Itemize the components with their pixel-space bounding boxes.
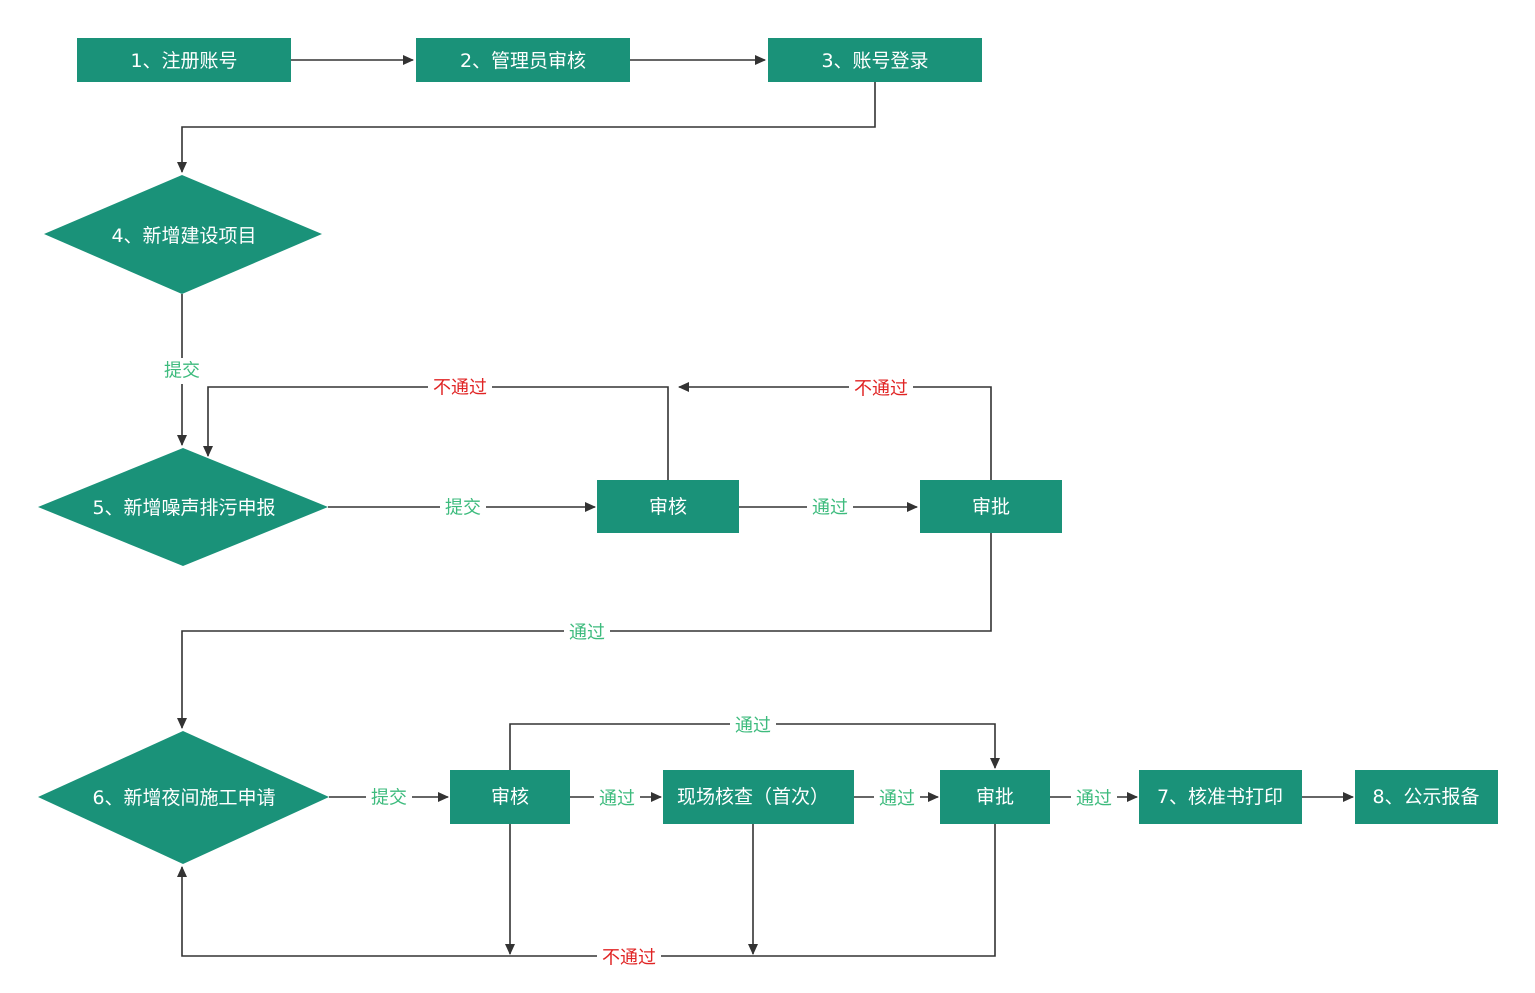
label-submit-project: 提交 (164, 361, 200, 382)
label-fail-review-1: 不通过 (433, 378, 487, 399)
label-fail-approve-1: 不通过 (854, 379, 908, 400)
node-review-1-label: 审核 (649, 496, 687, 518)
node-admin-review: 2、管理员审核 (416, 38, 630, 82)
node-login-label: 3、账号登录 (821, 50, 928, 72)
label-pass-approve-1: 通过 (569, 623, 605, 644)
node-login: 3、账号登录 (768, 38, 982, 82)
label-submit-night-construction: 提交 (371, 788, 407, 809)
node-add-project: 4、新增建设项目 (44, 175, 322, 294)
node-print-approval: 7、核准书打印 (1139, 770, 1302, 824)
node-approve-1: 审批 (920, 480, 1062, 533)
node-site-check: 现场核查（首次） (663, 770, 854, 824)
node-review-1: 审核 (597, 480, 739, 533)
node-site-check-label: 现场核查（首次） (677, 786, 829, 808)
label-pass-site-check: 通过 (879, 789, 915, 810)
label-pass-review-2: 通过 (599, 789, 635, 810)
node-register: 1、注册账号 (77, 38, 291, 82)
node-admin-review-label: 2、管理员审核 (460, 50, 586, 72)
node-add-noise-report: 5、新增噪声排污申报 (38, 448, 328, 566)
node-add-night-construction: 6、新增夜间施工申请 (38, 731, 329, 864)
node-register-label: 1、注册账号 (130, 50, 237, 72)
nodes: 1、注册账号 2、管理员审核 3、账号登录 4、新增建设项目 5、新增噪声排污申… (38, 38, 1498, 864)
node-publish: 8、公示报备 (1355, 770, 1498, 824)
label-pass-approve-2: 通过 (1076, 789, 1112, 810)
node-publish-label: 8、公示报备 (1372, 786, 1479, 808)
label-submit-noise-report: 提交 (445, 498, 481, 519)
edge-login-to-add-project (177, 82, 876, 173)
label-pass-bypass: 通过 (735, 716, 771, 737)
node-add-noise-report-label: 5、新增噪声排污申报 (92, 497, 275, 519)
node-approve-2: 审批 (940, 770, 1050, 824)
edge-approve-2-fail-to-night-construction (177, 824, 996, 957)
node-approve-2-label: 审批 (976, 786, 1014, 808)
node-review-2-label: 审核 (491, 786, 529, 808)
node-print-approval-label: 7、核准书打印 (1157, 786, 1283, 808)
node-add-night-construction-label: 6、新增夜间施工申请 (92, 787, 275, 809)
node-review-2: 审核 (450, 770, 570, 824)
node-add-project-label: 4、新增建设项目 (111, 225, 256, 247)
edge-labels: 提交 提交 通过 不通过 不通过 通过 提交 通过 通过 通过 通过 (160, 358, 1117, 971)
label-fail-bottom: 不通过 (602, 948, 656, 969)
node-approve-1-label: 审批 (972, 496, 1010, 518)
edge-approve-1-fail-to-review-1 (678, 382, 992, 480)
label-pass-review-1: 通过 (812, 498, 848, 519)
